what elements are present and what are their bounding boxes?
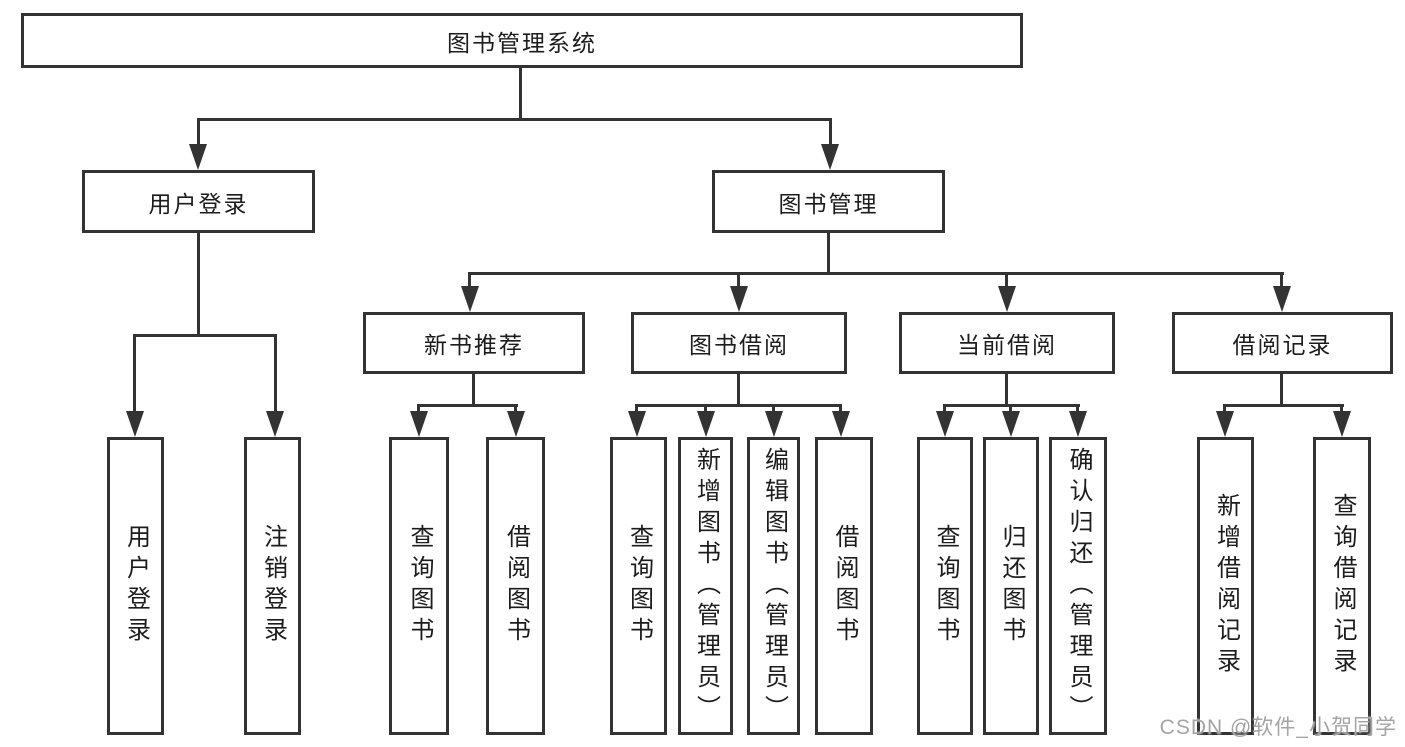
arrowhead-down [1216, 411, 1234, 437]
leaf-query-borrow-record-label: 查询借阅记录 [1329, 493, 1356, 679]
node-book-management: 图书管理 [712, 170, 945, 233]
node-book-borrow: 图书借阅 [631, 312, 847, 374]
leaf-borrow-books: 借阅图书 [815, 437, 873, 735]
connector-line [1280, 374, 1283, 406]
connector-line [274, 334, 277, 413]
connector-line [1009, 404, 1012, 413]
leaf-add-book-admin: 新增图书（管理员） [678, 437, 733, 735]
connector-line [468, 272, 471, 288]
connector-line [1223, 404, 1226, 413]
connector-line [1005, 272, 1008, 288]
arrowhead-down [998, 286, 1016, 312]
node-book-borrow-label: 图书借阅 [689, 332, 789, 358]
connector-line [197, 118, 200, 146]
connector-line [1223, 404, 1344, 407]
arrowhead-down [697, 411, 715, 437]
connector-line [704, 404, 707, 413]
leaf-confirm-return-admin-label: 确认归还（管理员） [1065, 446, 1092, 726]
node-root-label: 图书管理系统 [447, 29, 597, 56]
connector-line [197, 233, 200, 336]
connector-line [1280, 272, 1283, 288]
leaf-return-book-label: 归还图书 [998, 524, 1025, 648]
arrowhead-down [126, 411, 144, 437]
arrowhead-down [266, 411, 284, 437]
node-new-book-recommend-label: 新书推荐 [424, 332, 524, 358]
node-new-book-recommend: 新书推荐 [363, 312, 585, 374]
leaf-query-books-borrow: 查询图书 [610, 437, 667, 735]
leaf-query-borrow-record: 查询借阅记录 [1313, 437, 1371, 735]
node-current-borrow-label: 当前借阅 [957, 332, 1057, 358]
leaf-add-borrow-record-label: 新增借阅记录 [1212, 493, 1240, 679]
leaf-add-book-admin-label: 新增图书（管理员） [692, 446, 720, 726]
connector-line [519, 68, 522, 120]
node-user-login: 用户登录 [82, 170, 315, 233]
leaf-user-login-label: 用户登录 [122, 524, 150, 648]
connector-line [737, 272, 740, 288]
leaf-query-books-recommend: 查询图书 [389, 437, 449, 735]
arrowhead-down [410, 411, 428, 437]
node-user-login-label: 用户登录 [148, 190, 249, 217]
connector-line [943, 404, 946, 413]
leaf-return-book: 归还图书 [983, 437, 1039, 735]
connector-line [839, 404, 842, 413]
leaf-query-books-current: 查询图书 [917, 437, 973, 735]
leaf-edit-book-admin-label: 编辑图书（管理员） [760, 446, 788, 726]
connector-line [133, 334, 136, 413]
leaf-borrow-books-recommend-label: 借阅图书 [502, 524, 530, 648]
leaf-logout: 注销登录 [244, 437, 301, 735]
arrowhead-down [1273, 286, 1291, 312]
connector-line [1005, 374, 1008, 406]
connector-line [1076, 404, 1079, 413]
arrowhead-down [730, 286, 748, 312]
connector-line [635, 404, 842, 407]
leaf-add-borrow-record: 新增借阅记录 [1197, 437, 1254, 735]
connector-line [133, 334, 277, 337]
connector-line [417, 404, 518, 407]
connector-line [635, 404, 638, 413]
connector-line [472, 374, 475, 406]
leaf-user-login: 用户登录 [107, 437, 164, 735]
arrowhead-down [628, 411, 646, 437]
connector-line [514, 404, 517, 413]
leaf-query-books-borrow-label: 查询图书 [625, 524, 653, 648]
connector-line [417, 404, 420, 413]
leaf-confirm-return-admin: 确认归还（管理员） [1049, 437, 1107, 735]
csdn-watermark: CSDN @软件_小贺同学 [1159, 716, 1397, 739]
arrowhead-down [189, 144, 207, 170]
arrowhead-down [1069, 411, 1087, 437]
node-book-management-label: 图书管理 [778, 190, 879, 217]
leaf-query-books-recommend-label: 查询图书 [406, 524, 433, 648]
node-current-borrow: 当前借阅 [899, 312, 1115, 374]
connector-line [772, 404, 775, 413]
arrowhead-down [936, 411, 954, 437]
leaf-query-books-current-label: 查询图书 [932, 524, 959, 648]
connector-line [737, 374, 740, 406]
arrowhead-down [507, 411, 525, 437]
leaf-borrow-books-recommend: 借阅图书 [486, 437, 545, 735]
arrowhead-down [461, 286, 479, 312]
connector-line [197, 118, 832, 121]
arrowhead-down [832, 411, 850, 437]
connector-line [1340, 404, 1343, 413]
arrowhead-down [1002, 411, 1020, 437]
leaf-logout-label: 注销登录 [259, 524, 287, 648]
leaf-edit-book-admin: 编辑图书（管理员） [747, 437, 800, 735]
node-borrow-records: 借阅记录 [1172, 312, 1393, 374]
arrowhead-down [821, 144, 839, 170]
connector-line [827, 233, 830, 275]
connector-line [829, 118, 832, 146]
arrowhead-down [765, 411, 783, 437]
node-borrow-records-label: 借阅记录 [1232, 332, 1333, 358]
connector-line [468, 272, 1284, 275]
leaf-borrow-books-label: 借阅图书 [831, 524, 858, 648]
node-root: 图书管理系统 [21, 13, 1023, 68]
arrowhead-down [1333, 411, 1351, 437]
